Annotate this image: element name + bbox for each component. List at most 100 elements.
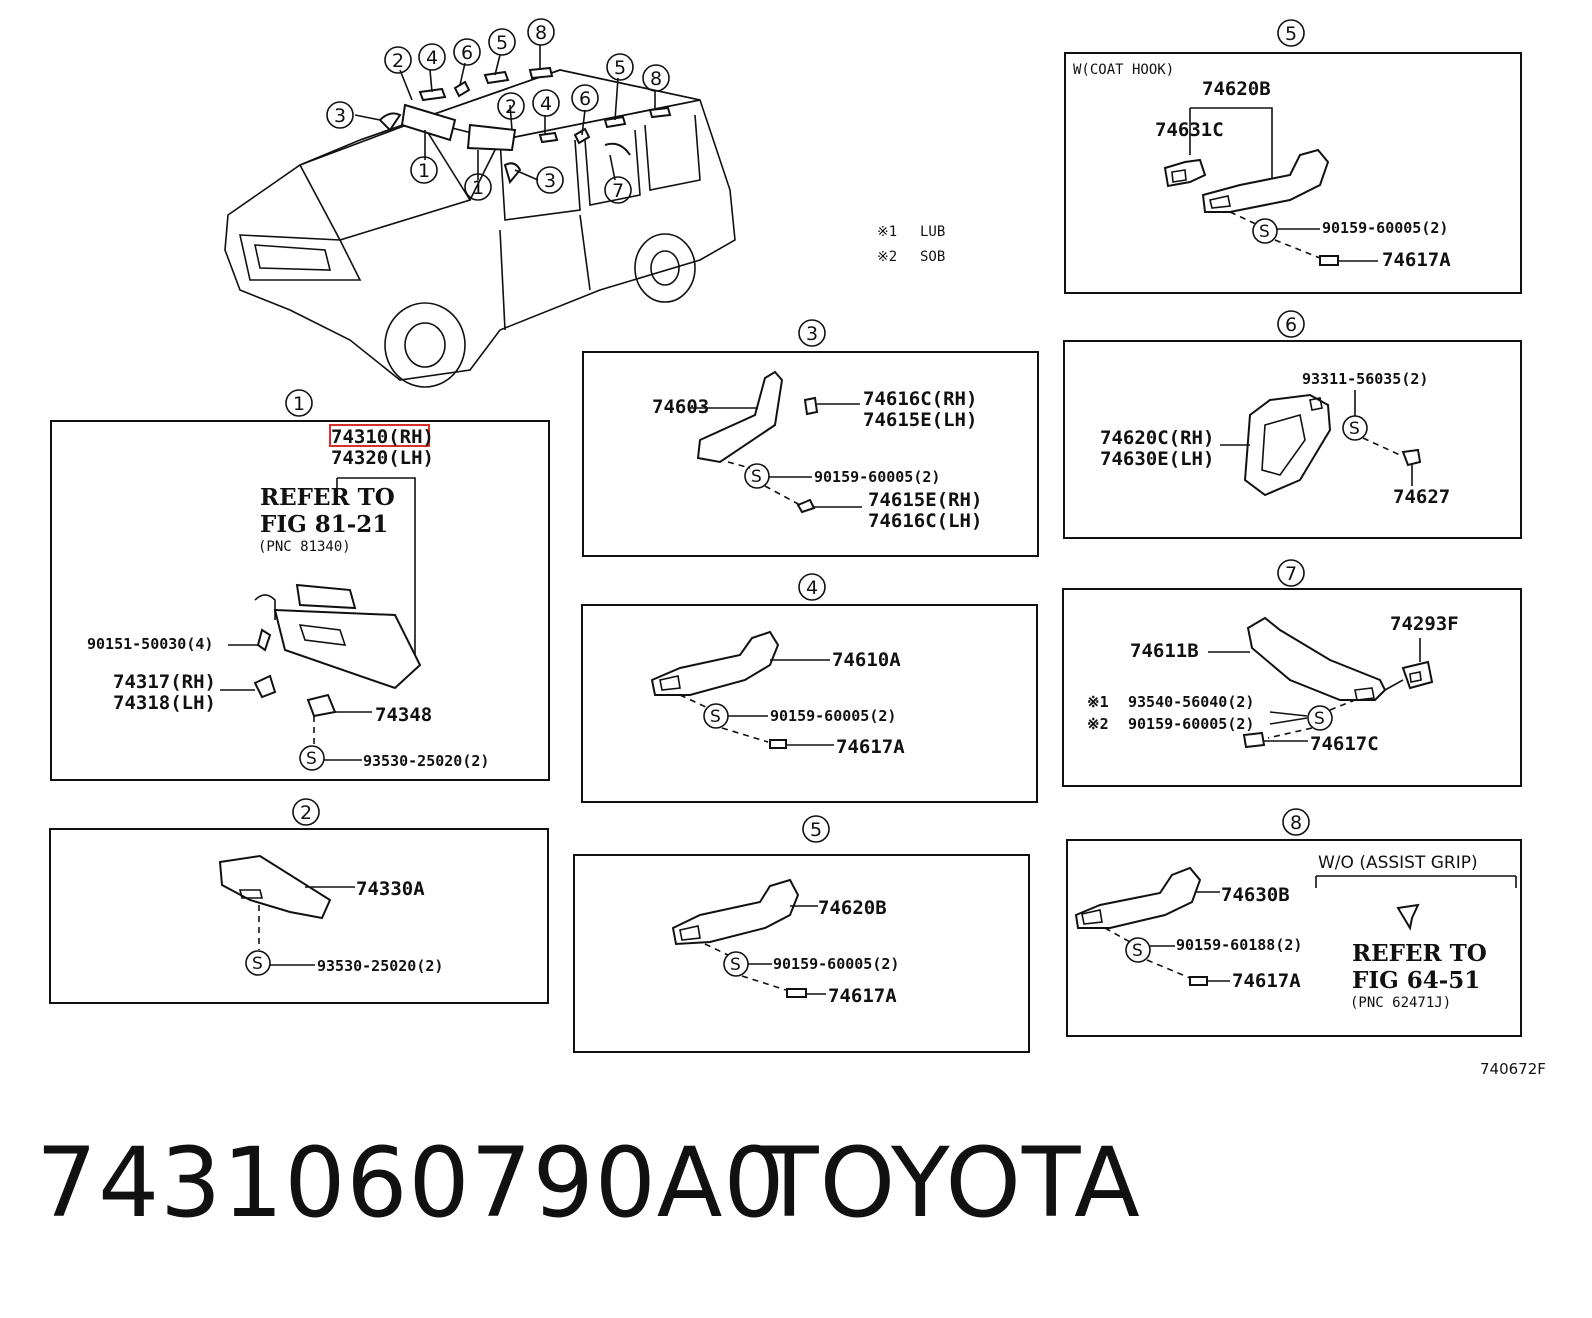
panel-6-mark: 6 [1277, 310, 1305, 338]
part-90159-60005-b[interactable]: 90159-60005(2) [770, 707, 896, 725]
svg-text:8: 8 [1290, 812, 1302, 834]
mark-sob: ※2 [1087, 715, 1109, 733]
part-93530-25020-a[interactable]: 93530-25020(2) [363, 752, 489, 770]
part-74310-rh[interactable]: 74310(RH) [331, 426, 434, 448]
s-symbol-1: S [299, 745, 325, 771]
callout-8: 8 [527, 18, 555, 46]
legend-lub: LUB [920, 224, 945, 240]
part-74631C[interactable]: 74631C [1155, 119, 1224, 141]
part-74630E-lh[interactable]: 74630E(LH) [1100, 448, 1214, 470]
part-90159-60005-e[interactable]: 90159-60005(2) [1128, 715, 1254, 733]
diagram-code: 740672F [1480, 1060, 1546, 1078]
svg-text:5: 5 [810, 819, 822, 841]
callout-5b: 5 [606, 53, 634, 81]
part-90159-60188[interactable]: 90159-60188(2) [1176, 936, 1302, 954]
legend-mark-1: ※1 [877, 224, 897, 240]
variant-coat-hook: W(COAT HOOK) [1073, 62, 1174, 78]
panel-1: 1 74310(RH) 74320(LH) REFER TO FIG 81-21… [50, 389, 550, 781]
part-74617A-d[interactable]: 74617A [1232, 970, 1301, 992]
callout-1: 1 [410, 156, 438, 184]
part-74603[interactable]: 74603 [652, 396, 709, 418]
callout-3b: 3 [536, 166, 564, 194]
panel-5b: 5 W(COAT HOOK) 74620B 74631C S 90159-600… [1064, 19, 1522, 294]
part-93530-25020-b[interactable]: 93530-25020(2) [317, 957, 443, 975]
svg-text:S: S [1349, 419, 1360, 439]
callout-3: 3 [326, 101, 354, 129]
callout-4: 4 [418, 43, 446, 71]
callout-7: 7 [604, 176, 632, 204]
part-74616C-rh[interactable]: 74616C(RH) [863, 388, 977, 410]
part-74615E-lh[interactable]: 74615E(LH) [863, 409, 977, 431]
svg-text:5: 5 [614, 57, 626, 79]
part-90151-50030[interactable]: 90151-50030(4) [87, 635, 213, 653]
part-74620B-b[interactable]: 74620B [1202, 78, 1271, 100]
part-74320-lh[interactable]: 74320(LH) [331, 447, 434, 469]
callout-8b: 8 [642, 64, 670, 92]
part-74330A[interactable]: 74330A [356, 878, 425, 900]
refer-to-line2[interactable]: FIG 81-21 [260, 511, 388, 538]
part-74627[interactable]: 74627 [1393, 486, 1450, 508]
svg-text:6: 6 [1285, 314, 1297, 336]
panel-8: 8 W/O (ASSIST GRIP) 74630B S 90159-60188… [1066, 808, 1522, 1037]
legend-mark-2: ※2 [877, 249, 897, 265]
svg-text:2: 2 [505, 96, 517, 118]
svg-text:S: S [751, 467, 762, 487]
part-74615E-rh[interactable]: 74615E(RH) [868, 489, 982, 511]
part-74617A-a[interactable]: 74617A [836, 736, 905, 758]
svg-text:S: S [306, 749, 317, 769]
panel-4-mark: 4 [798, 573, 826, 601]
part-74611B[interactable]: 74611B [1130, 640, 1199, 662]
vehicle-callouts: 3 2 4 6 5 8 2 4 6 5 8 1 1 3 7 [326, 18, 670, 204]
panel-5a: 5 74620B S 90159-60005(2) 74617A [573, 815, 1030, 1053]
s-symbol-6: S [1342, 415, 1368, 441]
refer-to-line2-b[interactable]: FIG 64-51 [1352, 967, 1480, 994]
callout-2b: 2 [497, 92, 525, 120]
panel-3: 3 74603 74616C(RH) 74615E(LH) S 90159-60… [582, 319, 1039, 557]
part-74317-rh[interactable]: 74317(RH) [113, 671, 216, 693]
part-93311-56035[interactable]: 93311-56035(2) [1302, 370, 1428, 388]
part-74620C-rh[interactable]: 74620C(RH) [1100, 427, 1214, 449]
callout-1b: 1 [464, 173, 492, 201]
part-74617C[interactable]: 74617C [1310, 733, 1379, 755]
svg-text:8: 8 [650, 68, 662, 90]
s-symbol-8: S [1125, 937, 1151, 963]
svg-text:5: 5 [1285, 23, 1297, 45]
svg-text:3: 3 [334, 105, 346, 127]
panel-7-mark: 7 [1277, 559, 1305, 587]
callout-2: 2 [384, 46, 412, 74]
part-74616C-lh[interactable]: 74616C(LH) [868, 510, 982, 532]
part-74617A-c[interactable]: 74617A [1382, 249, 1451, 271]
vehicle-illustration [224, 45, 736, 388]
panel-5b-mark: 5 [1277, 19, 1305, 47]
svg-text:3: 3 [544, 170, 556, 192]
part-90159-60005-d[interactable]: 90159-60005(2) [1322, 219, 1448, 237]
svg-text:8: 8 [535, 22, 547, 44]
refer-to-line1-b: REFER TO [1352, 940, 1487, 967]
part-90159-60005-a[interactable]: 90159-60005(2) [814, 468, 940, 486]
part-74293F[interactable]: 74293F [1390, 613, 1459, 635]
svg-text:4: 4 [540, 93, 552, 115]
svg-text:4: 4 [426, 47, 438, 69]
panel-6: 6 93311-56035(2) S 74620C(RH) 74630E(LH)… [1063, 310, 1522, 539]
svg-text:2: 2 [392, 50, 404, 72]
part-90159-60005-c[interactable]: 90159-60005(2) [773, 955, 899, 973]
part-74617A-b[interactable]: 74617A [828, 985, 897, 1007]
part-74610A[interactable]: 74610A [832, 649, 901, 671]
panel-2-mark: 2 [292, 798, 320, 826]
part-74318-lh[interactable]: 74318(LH) [113, 692, 216, 714]
legend: ※1 LUB ※2 SOB [877, 224, 945, 265]
pnc-note-b: (PNC 62471J) [1350, 995, 1451, 1011]
part-93540-56040[interactable]: 93540-56040(2) [1128, 693, 1254, 711]
svg-text:5: 5 [496, 32, 508, 54]
footer-brand: TOYOTA [760, 1127, 1141, 1239]
footer-part-number: 7431060790A0 [36, 1127, 786, 1239]
part-74620B-a[interactable]: 74620B [818, 897, 887, 919]
panel-8-mark: 8 [1282, 808, 1310, 836]
svg-text:S: S [730, 955, 741, 975]
callout-6: 6 [453, 38, 481, 66]
part-74348[interactable]: 74348 [375, 704, 432, 726]
svg-text:6: 6 [579, 88, 591, 110]
part-74630B[interactable]: 74630B [1221, 884, 1290, 906]
svg-text:4: 4 [806, 577, 818, 599]
